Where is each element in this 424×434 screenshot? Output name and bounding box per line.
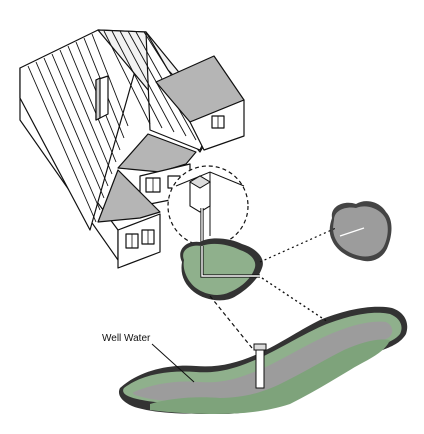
well-casing — [253, 343, 267, 389]
front-gable-wall — [117, 213, 161, 269]
roof-stripes — [27, 30, 207, 223]
connector-line — [259, 227, 337, 263]
house — [19, 29, 245, 269]
well-water-label: Well Water — [102, 333, 151, 344]
connector-line — [261, 277, 329, 323]
detail-zoom-circle — [167, 165, 249, 247]
main-roof-left — [19, 29, 147, 231]
center-gable-roof — [117, 133, 197, 173]
label-leader-line — [151, 343, 195, 383]
connector-line — [209, 295, 253, 349]
ground-patch — [180, 238, 263, 301]
front-gable-roof — [97, 169, 161, 223]
aquifer-detail-blob — [329, 201, 392, 262]
